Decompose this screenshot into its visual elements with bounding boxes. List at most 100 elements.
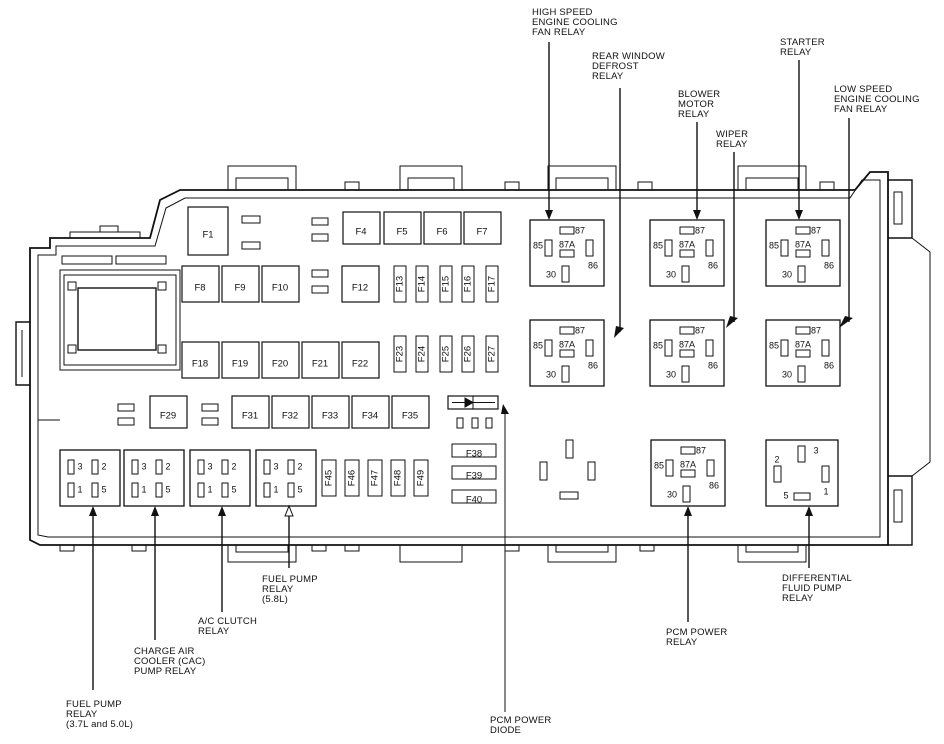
fuse-label-f18: F18 bbox=[192, 359, 208, 370]
terminal-t86: 86 bbox=[824, 360, 834, 370]
terminal-t3: 3 bbox=[141, 461, 146, 471]
fuse-f40 bbox=[451, 489, 497, 504]
fuse-f38 bbox=[451, 443, 497, 458]
relay-fuel-pump-58: 3 2 1 5 bbox=[255, 449, 317, 507]
fuse-label-f25: F25 bbox=[441, 346, 452, 362]
fuse-f20 bbox=[261, 341, 300, 379]
terminal-t87a: 87A bbox=[679, 239, 695, 249]
fuse-label-f32: F32 bbox=[282, 411, 298, 422]
fuse-label-f23: F23 bbox=[395, 346, 406, 362]
terminal-t3: 3 bbox=[813, 445, 818, 455]
terminal-t30: 30 bbox=[666, 269, 676, 279]
fuse-f12 bbox=[341, 265, 380, 303]
fuse-label-f16: F16 bbox=[463, 276, 474, 292]
terminal-t87: 87 bbox=[575, 325, 585, 335]
terminal-t1: 1 bbox=[207, 484, 212, 494]
fuse-f25 bbox=[439, 335, 453, 373]
fuse-f45 bbox=[321, 459, 337, 497]
fuse-f23 bbox=[393, 335, 407, 373]
terminal-t85: 85 bbox=[654, 460, 664, 470]
fuse-label-f27: F27 bbox=[487, 346, 498, 362]
fuse-f27 bbox=[485, 335, 499, 373]
fuse-label-f21: F21 bbox=[312, 359, 328, 370]
fuse-label-f20: F20 bbox=[272, 359, 288, 370]
terminal-t87a: 87A bbox=[679, 339, 695, 349]
terminal-t1: 1 bbox=[273, 484, 278, 494]
fuse-label-f48: F48 bbox=[393, 470, 404, 486]
fuse-f9 bbox=[221, 265, 260, 303]
fuse-label-f14: F14 bbox=[417, 276, 428, 292]
terminal-t86: 86 bbox=[588, 260, 598, 270]
terminal-t3: 3 bbox=[77, 461, 82, 471]
terminal-t87: 87 bbox=[811, 225, 821, 235]
fuse-label-f5: F5 bbox=[396, 227, 407, 238]
terminal-t30: 30 bbox=[546, 369, 556, 379]
fuse-label-f7: F7 bbox=[476, 227, 487, 238]
fuse-f35 bbox=[391, 395, 430, 429]
leader-lines bbox=[92, 42, 850, 712]
fuse-label-f12: F12 bbox=[352, 283, 368, 294]
terminal-t3: 3 bbox=[273, 461, 278, 471]
fuse-label-f13: F13 bbox=[395, 276, 406, 292]
terminal-t86: 86 bbox=[709, 480, 719, 490]
fuse-f19 bbox=[221, 341, 260, 379]
terminal-t2: 2 bbox=[774, 454, 779, 464]
fuse-f13 bbox=[393, 265, 407, 303]
fuse-f6 bbox=[423, 211, 462, 245]
fuse-f47 bbox=[367, 459, 383, 497]
fuse-f39 bbox=[451, 465, 497, 480]
fuse-f34 bbox=[351, 395, 390, 429]
fuse-f1 bbox=[187, 206, 229, 256]
terminal-t30: 30 bbox=[782, 369, 792, 379]
terminal-t2: 2 bbox=[297, 461, 302, 471]
fuse-label-f29: F29 bbox=[160, 411, 176, 422]
fuse-label-f38: F38 bbox=[466, 449, 482, 460]
terminal-t87: 87 bbox=[696, 445, 706, 455]
fuse-label-f15: F15 bbox=[441, 276, 452, 292]
terminal-t87a: 87A bbox=[559, 339, 575, 349]
terminal-t87: 87 bbox=[695, 225, 705, 235]
fuse-f16 bbox=[461, 265, 475, 303]
terminal-t5: 5 bbox=[297, 484, 302, 494]
fuse-label-f40: F40 bbox=[466, 495, 482, 506]
fuse-label-f9: F9 bbox=[234, 283, 245, 294]
fuse-label-f8: F8 bbox=[194, 283, 205, 294]
terminal-t30: 30 bbox=[546, 269, 556, 279]
terminal-t86: 86 bbox=[824, 260, 834, 270]
terminal-t85: 85 bbox=[533, 340, 543, 350]
terminal-t85: 85 bbox=[769, 340, 779, 350]
fuse-f31 bbox=[231, 395, 270, 429]
fuse-f22 bbox=[341, 341, 380, 379]
fuse-label-f49: F49 bbox=[416, 470, 427, 486]
terminal-t2: 2 bbox=[165, 461, 170, 471]
terminal-t87: 87 bbox=[811, 325, 821, 335]
fuse-label-f24: F24 bbox=[417, 346, 428, 362]
terminal-t5: 5 bbox=[101, 484, 106, 494]
terminal-t87a: 87A bbox=[559, 239, 575, 249]
fuse-label-f45: F45 bbox=[324, 470, 335, 486]
fuse-f15 bbox=[439, 265, 453, 303]
fuse-f24 bbox=[415, 335, 429, 373]
empty-relay-socket bbox=[539, 439, 596, 500]
terminal-t30: 30 bbox=[666, 369, 676, 379]
fuse-label-f6: F6 bbox=[436, 227, 447, 238]
